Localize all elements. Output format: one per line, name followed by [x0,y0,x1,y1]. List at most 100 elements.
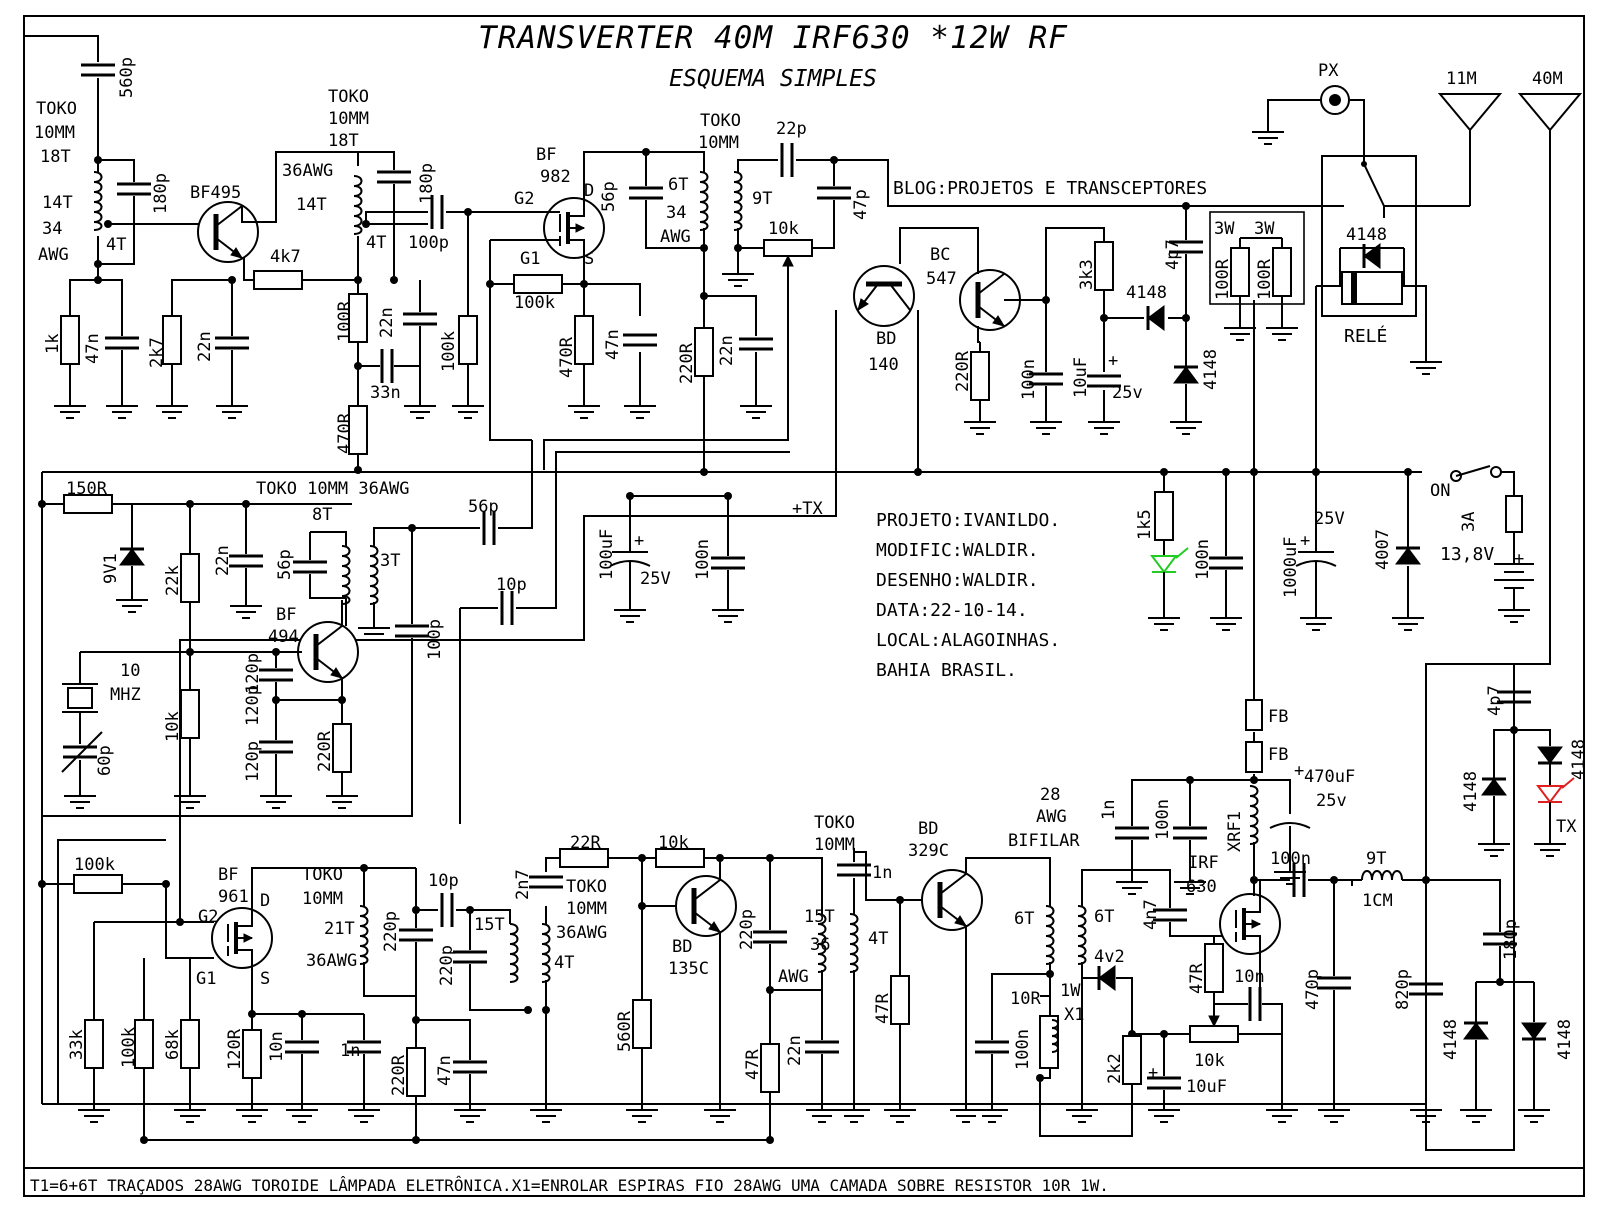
svg-text:4148: 4148 [1461,771,1481,812]
svg-text:150R: 150R [66,479,108,499]
svg-text:100p: 100p [425,619,445,660]
svg-text:4148: 4148 [1346,225,1387,245]
svg-text:BF495: BF495 [190,183,241,203]
svg-text:X1: X1 [1064,1005,1084,1025]
svg-text:18T: 18T [328,131,359,151]
svg-text:220p: 220p [737,909,757,950]
svg-text:100n: 100n [1193,539,1213,580]
svg-text:1n: 1n [872,863,892,883]
svg-text:100k: 100k [439,331,459,372]
svg-text:+: + [1108,351,1118,371]
svg-text:10MM: 10MM [34,123,75,143]
svg-text:S: S [260,969,270,989]
svg-text:100n: 100n [1013,1029,1033,1070]
svg-text:4T: 4T [868,929,888,949]
svg-text:1CM: 1CM [1362,891,1393,911]
svg-text:6T: 6T [1014,909,1034,929]
svg-text:18T: 18T [40,147,71,167]
svg-text:220p: 220p [437,945,457,986]
svg-text:9V1: 9V1 [101,553,121,584]
svg-text:28: 28 [1040,785,1060,805]
svg-text:3W: 3W [1254,219,1275,239]
svg-text:4007: 4007 [1373,529,1393,570]
info-line: LOCAL:ALAGOINHAS. [876,630,1060,651]
svg-text:100k: 100k [74,855,115,875]
svg-text:AWG: AWG [778,967,809,987]
svg-text:21T: 21T [324,919,355,939]
svg-text:PX: PX [1318,61,1339,81]
svg-text:120p: 120p [243,653,263,694]
svg-text:TOKO: TOKO [566,877,607,897]
svg-text:100k: 100k [119,1027,139,1068]
info-line: DATA:22-10-14. [876,600,1028,621]
svg-text:TX: TX [1556,817,1577,837]
svg-text:8T: 8T [312,505,332,525]
svg-text:180p: 180p [417,163,437,204]
svg-text:961: 961 [218,887,249,907]
stage-bf961: 100k BF 961 G2 G1 D S 33k 100k 68k 120R … [38,839,771,1144]
svg-text:470uF: 470uF [1304,767,1355,787]
sheet-border [23,15,1585,1197]
supply-rail: ON 3A 13,8V + 1k5 100n + 1000uF 25V 4007 [41,465,1534,1105]
svg-text:1n: 1n [1099,800,1119,820]
svg-text:47R: 47R [743,1049,763,1080]
footer-note: T1=6+6T TRAÇADOS 28AWG TOROIDE LÂMPADA E… [30,1176,1109,1195]
svg-text:820p: 820p [1393,969,1413,1010]
svg-text:TOKO: TOKO [36,99,77,119]
svg-text:1000uF: 1000uF [1281,537,1301,598]
svg-text:2n7: 2n7 [513,869,533,900]
svg-text:60p: 60p [95,745,115,776]
svg-text:56p: 56p [275,549,295,580]
svg-text:22n: 22n [717,335,737,366]
relay: PX 4148 RELÉ 11M 40M [1251,61,1583,1104]
svg-text:22k: 22k [163,565,183,596]
svg-text:560R: 560R [615,1010,635,1052]
svg-text:100R: 100R [335,300,355,342]
svg-text:100k: 100k [514,293,555,313]
svg-text:D: D [260,891,270,911]
svg-text:470R: 470R [557,336,577,378]
svg-text:G2: G2 [514,189,534,209]
svg-text:982: 982 [540,167,571,187]
svg-text:TOKO: TOKO [302,865,343,885]
stage-bf494: 150R 9V1 22k 10k 22n TOKO 10MM 36AWG 8T … [38,440,790,850]
svg-text:3W: 3W [1214,219,1235,239]
svg-text:S: S [584,249,594,269]
project-info: PROJETO:IVANILDO. MODIFIC:WALDIR. DESENH… [876,510,1060,681]
svg-text:33k: 33k [67,1029,87,1060]
svg-text:36AWG: 36AWG [556,923,607,943]
svg-text:10k: 10k [1194,1051,1225,1071]
svg-text:ON: ON [1430,481,1450,501]
svg-text:47n: 47n [435,1055,455,1086]
stage-bf982: BF 982 G2 G1 D S 100k 470R 47n [468,145,659,441]
svg-text:10n: 10n [267,1031,287,1062]
svg-text:15T: 15T [804,907,835,927]
stage-irf630: 28 AWG BIFILAR 6T 6T 10R 1W X1 100n 4v2 … [973,785,1299,1137]
svg-text:G1: G1 [520,249,540,269]
svg-text:10k: 10k [163,711,183,742]
svg-text:10n: 10n [1234,967,1265,987]
svg-text:494: 494 [268,627,299,647]
svg-text:180p: 180p [151,173,171,214]
svg-text:FB: FB [1268,707,1288,727]
svg-text:25V: 25V [1314,509,1345,529]
svg-text:47n: 47n [83,333,103,364]
svg-text:100n: 100n [1270,849,1311,869]
svg-text:TOKO: TOKO [700,111,741,131]
svg-text:+: + [1514,549,1524,569]
svg-text:22n: 22n [377,307,397,338]
svg-text:47p: 47p [851,189,871,220]
svg-text:10MM: 10MM [302,889,343,909]
svg-text:TOKO 10MM 36AWG: TOKO 10MM 36AWG [256,479,410,499]
svg-text:4T: 4T [106,235,126,255]
svg-text:4T: 4T [554,953,574,973]
svg-text:10MM: 10MM [566,899,607,919]
svg-text:14T: 14T [42,193,73,213]
svg-text:4k7: 4k7 [270,247,301,267]
svg-text:22n: 22n [195,331,215,362]
svg-text:4148: 4148 [1126,283,1167,303]
svg-text:11M: 11M [1446,69,1477,89]
svg-text:IRF: IRF [1188,853,1219,873]
svg-text:135C: 135C [668,959,709,979]
